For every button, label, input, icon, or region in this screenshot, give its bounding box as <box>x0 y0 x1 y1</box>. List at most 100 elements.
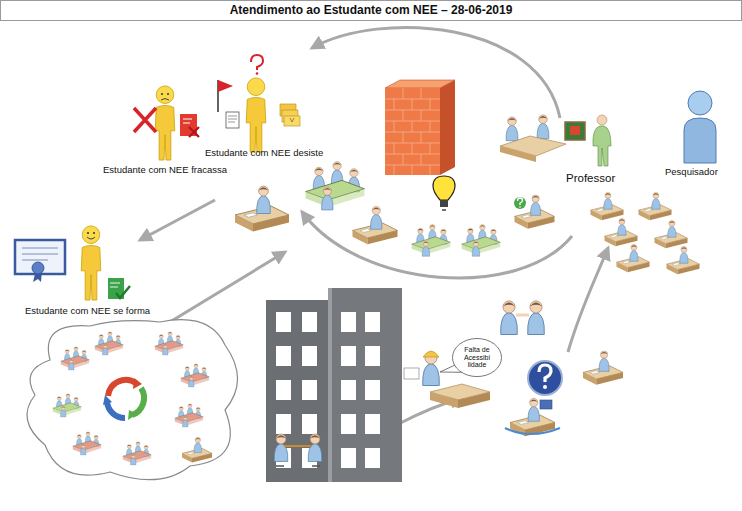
support-cloud-part <box>73 432 101 455</box>
tug-of-war <box>274 434 322 466</box>
building-part-part <box>276 346 291 366</box>
building-part <box>276 312 380 468</box>
researcher-part <box>688 91 712 115</box>
classroom-groups-part <box>412 225 451 257</box>
building-part-part <box>276 312 291 332</box>
help-icon-part <box>539 365 551 382</box>
student-fails-part <box>134 108 156 132</box>
question-student-part <box>515 195 555 229</box>
teacher-classroom-part <box>667 246 700 274</box>
building-part-part <box>302 414 317 434</box>
support-cloud <box>27 320 238 480</box>
meeting <box>500 115 611 166</box>
figure-caption: Professor <box>566 172 615 185</box>
student-graduates-part <box>32 262 44 274</box>
student-graduates-part <box>15 240 65 274</box>
accessibility-worker-part <box>430 392 458 408</box>
student-graduates-part <box>110 283 120 287</box>
classroom-groups <box>235 162 500 257</box>
student-fails-part <box>155 86 175 160</box>
building-part-part <box>341 346 356 366</box>
classroom-groups-part <box>235 186 289 231</box>
figure-caption: Estudante com NEE desiste <box>205 148 323 159</box>
light-bulb-part <box>442 209 446 211</box>
desk-workers-part <box>583 351 623 385</box>
support-cloud-part <box>61 347 89 370</box>
building-part-part <box>365 414 380 434</box>
support-cloud-part-part <box>107 402 125 418</box>
accessibility-worker-part <box>458 392 490 408</box>
student-gives-up-part <box>228 116 237 122</box>
figure-caption: Estudante com NEE se forma <box>25 306 150 317</box>
student-fails-part <box>161 93 163 95</box>
support-cloud-part <box>95 332 123 355</box>
student-fails <box>134 86 199 160</box>
building-part <box>328 288 332 482</box>
question-student <box>514 195 555 229</box>
building-part-part <box>365 312 380 332</box>
support-cloud-part <box>181 364 209 387</box>
tug-of-war-part <box>308 434 322 461</box>
meeting-part <box>537 115 549 139</box>
teacher-classroom-part <box>617 244 650 272</box>
brick-wall-part <box>440 80 455 175</box>
question-student-part <box>519 206 521 208</box>
support-cloud-part <box>128 410 137 420</box>
student-graduates-part <box>87 232 89 234</box>
support-cloud-part-part <box>132 388 144 415</box>
accessibility-worker-part <box>423 352 440 386</box>
support-cloud-part <box>123 442 151 465</box>
student-gives-up-part <box>226 112 239 128</box>
building-part-part <box>365 380 380 400</box>
title-bar: Atendimento ao Estudante com NEE – 28-06… <box>0 0 742 21</box>
student-gives-up-part <box>218 80 233 92</box>
question-student-part <box>514 197 526 209</box>
teacher-classroom-part <box>655 220 688 248</box>
building-part-part <box>341 448 356 468</box>
student-fails-part <box>167 93 169 95</box>
figure-caption: Estudante com NEE fracassa <box>103 165 227 176</box>
brick-wall <box>385 80 455 175</box>
help-icon-part <box>528 361 562 395</box>
meeting-part <box>570 126 580 135</box>
student-gives-up-part <box>256 72 259 75</box>
student-graduates-part <box>116 286 130 298</box>
question-student-part <box>518 198 523 205</box>
classroom-groups-part <box>306 162 365 210</box>
support-cloud-part <box>53 394 81 417</box>
student-gives-up-part <box>290 118 294 122</box>
building-part-part <box>302 346 317 366</box>
accessibility-worker-part <box>404 368 419 379</box>
student-gives-up-part <box>246 78 266 152</box>
student-fails-part <box>183 119 192 123</box>
building-part-part <box>276 380 291 400</box>
building-part <box>330 288 402 482</box>
support-cloud-part <box>175 404 203 427</box>
classroom-groups-part <box>353 206 398 244</box>
building-part-part <box>365 448 380 468</box>
brick-wall-part-part <box>394 88 430 175</box>
researcher <box>684 91 716 163</box>
student-fails-part <box>189 127 199 137</box>
student-graduates-part <box>81 226 101 300</box>
tug-of-war-part <box>284 445 312 447</box>
meeting-part <box>500 146 536 162</box>
building-part-part <box>276 414 291 434</box>
student-gives-up-part <box>251 55 263 70</box>
speech-bubble: Falta de Acessibi lidade <box>452 338 502 377</box>
help-icon <box>528 361 562 395</box>
student-graduates-part <box>93 232 95 234</box>
meeting-part <box>597 115 607 125</box>
building-part-part <box>302 380 317 400</box>
accessibility-worker-part <box>423 351 439 357</box>
flow-arrows-part <box>140 200 215 240</box>
building-part-part <box>341 414 356 434</box>
desk-workers-part <box>510 398 555 436</box>
teacher-classroom <box>591 192 700 274</box>
teacher-classroom-part <box>605 218 638 246</box>
desk-workers <box>505 351 623 436</box>
student-graduates <box>15 226 130 300</box>
